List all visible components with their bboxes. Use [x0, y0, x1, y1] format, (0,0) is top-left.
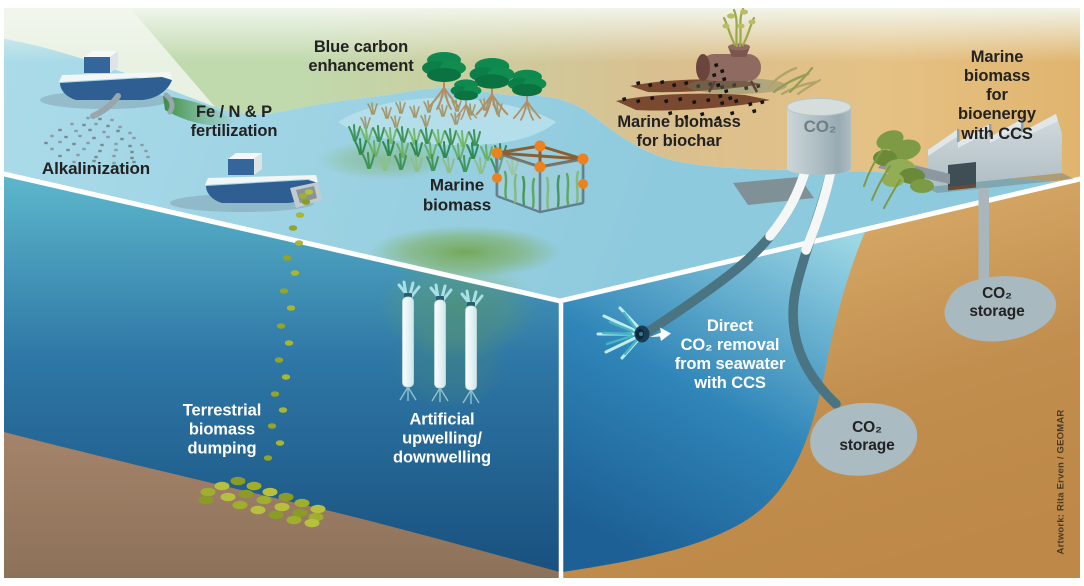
spreader-hose — [90, 93, 121, 119]
fertilizer-plume — [163, 96, 236, 126]
sediment-body — [562, 179, 1084, 586]
atmospheric-haze — [0, 8, 1084, 62]
co2-storage-reservoir-upper — [944, 276, 1057, 342]
biomass-dumping-ship — [170, 153, 322, 212]
estuary-water — [338, 97, 556, 146]
alkalinization-ship — [40, 51, 236, 126]
flow-arrow-icon — [650, 327, 671, 341]
biochar-kiln — [687, 7, 787, 101]
factory-door — [948, 162, 976, 189]
co2-cylinder — [786, 98, 852, 175]
seaweed-feedstock — [863, 130, 934, 209]
surface-edge-line — [0, 170, 1084, 304]
co2-storage-reservoir-lower — [810, 402, 918, 476]
seawater-intake-device — [596, 306, 671, 360]
ccs-injection-pipe — [978, 188, 989, 288]
upwelling-pipes — [397, 280, 484, 404]
ocean-surface — [0, 38, 1062, 301]
cage-floats — [491, 140, 589, 189]
co2-removal-pipes — [644, 164, 841, 409]
harvested-seaweed-pile — [766, 66, 822, 96]
seaweed-cage — [491, 140, 589, 214]
artwork-credit: Artwork: Rita Erven / GEOMAR — [1055, 409, 1067, 555]
